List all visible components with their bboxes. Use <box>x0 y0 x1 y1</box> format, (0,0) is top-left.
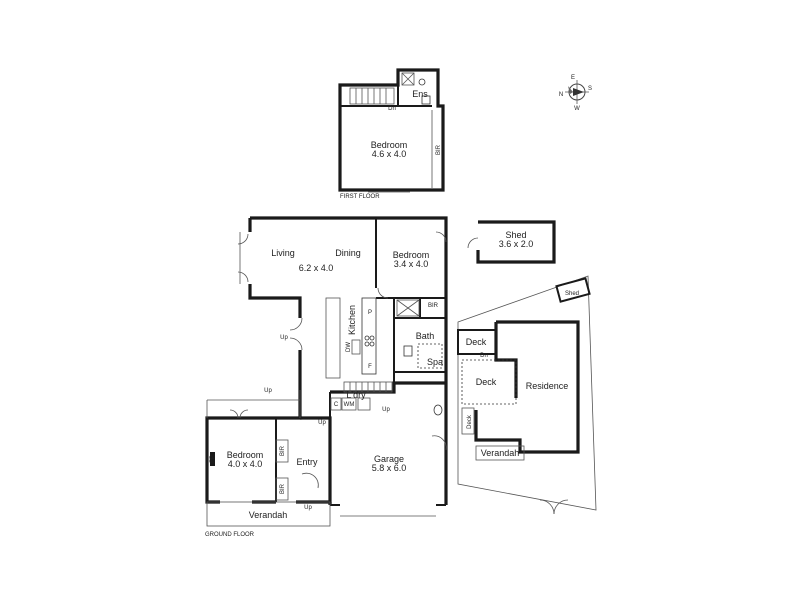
bedroom2-dims: 3.4 x 4.0 <box>394 259 429 269</box>
bath-toilet <box>403 345 413 357</box>
laundry-label: L'dry <box>346 390 366 400</box>
first-floor-plan: Dn Ens Bedroom 4.6 x 4.0 BIR FIRST FLOOR <box>338 68 445 200</box>
neighbour-verandah-label: Verandah <box>481 448 520 458</box>
first-floor-bedroom-dims: 4.6 x 4.0 <box>372 149 407 159</box>
entry-label: Entry <box>296 457 318 467</box>
compass-s: S <box>588 86 592 92</box>
bedroom3-dims: 4.0 x 4.0 <box>228 459 263 469</box>
compass-e: E <box>571 75 575 81</box>
neighbour-shed-label: Shed <box>565 291 579 297</box>
shed-dims: 3.6 x 2.0 <box>499 239 534 249</box>
kitchen-label: Kitchen <box>347 305 357 335</box>
living-dims: 6.2 x 4.0 <box>299 263 334 273</box>
verandah-label: Verandah <box>249 510 288 520</box>
shed-name: Shed <box>505 230 526 240</box>
bir3a-label: BIR <box>280 445 286 456</box>
bir3b-label: BIR <box>280 483 286 494</box>
neighbour-deck3-label: Deck <box>467 414 473 429</box>
bedroom3-name: Bedroom <box>227 450 264 460</box>
shed: Shed 3.6 x 2.0 <box>467 220 556 264</box>
ensuite-toilet <box>421 95 431 105</box>
up-side-label: Up <box>318 420 326 426</box>
bath-label: Bath <box>416 331 435 341</box>
compass-n: N <box>559 92 563 98</box>
garage-dims: 5.8 x 6.0 <box>372 463 407 473</box>
ground-floor-plan: Living Dining 6.2 x 4.0 Bedroom 3.4 x 4.… <box>205 216 448 538</box>
garage-name: Garage <box>374 454 404 464</box>
first-floor-bir-label: BIR <box>436 144 442 155</box>
bir2-label: BIR <box>428 303 439 309</box>
up-top-label: Up <box>264 388 272 394</box>
spa-tub <box>417 343 443 369</box>
neighbouring-residence: Shed Deck Dn Deck Residence Deck Veranda… <box>457 275 597 515</box>
ground-floor-label: GROUND FLOOR <box>205 532 255 538</box>
up-ldry-label: Up <box>382 407 390 413</box>
first-floor-dn-label: Dn <box>388 106 396 112</box>
spa-label: Spa <box>427 357 443 367</box>
neighbour-deck1-label: Deck <box>466 337 487 347</box>
living-label: Living <box>271 248 295 258</box>
cupboard-label: C <box>334 402 339 408</box>
shower <box>396 299 420 317</box>
dishwasher-label: DW <box>346 342 352 352</box>
pantry-label: P <box>368 310 372 316</box>
garage-toilet <box>433 404 443 416</box>
up-entry-label: Up <box>304 505 312 511</box>
bedroom2-name: Bedroom <box>393 250 430 260</box>
first-floor-stair <box>349 87 395 105</box>
fireplace-label: FP <box>210 455 216 463</box>
compass: E S W N <box>559 75 592 112</box>
first-floor-label: FIRST FLOOR <box>340 194 380 200</box>
kitchen-island <box>325 297 341 379</box>
kitchen-bench <box>361 297 377 375</box>
fridge-label: F <box>368 364 372 370</box>
ensuite-basin <box>418 78 426 86</box>
up-stair-label: Up <box>280 335 288 341</box>
ensuite-label: Ens <box>412 89 428 99</box>
neighbour-deck2 <box>461 359 517 405</box>
compass-w: W <box>574 106 580 112</box>
laundry-stair <box>343 381 393 393</box>
fireplace <box>210 452 215 466</box>
ground-verandah <box>206 501 331 527</box>
first-floor-bedroom-name: Bedroom <box>371 140 408 150</box>
dining-label: Dining <box>335 248 361 258</box>
neighbour-dn-label: Dn <box>480 353 488 359</box>
ensuite-shower <box>401 72 415 86</box>
neighbour-deck2-label: Deck <box>476 377 497 387</box>
residence-label: Residence <box>526 381 569 391</box>
washing-machine-label: WM <box>344 402 355 408</box>
